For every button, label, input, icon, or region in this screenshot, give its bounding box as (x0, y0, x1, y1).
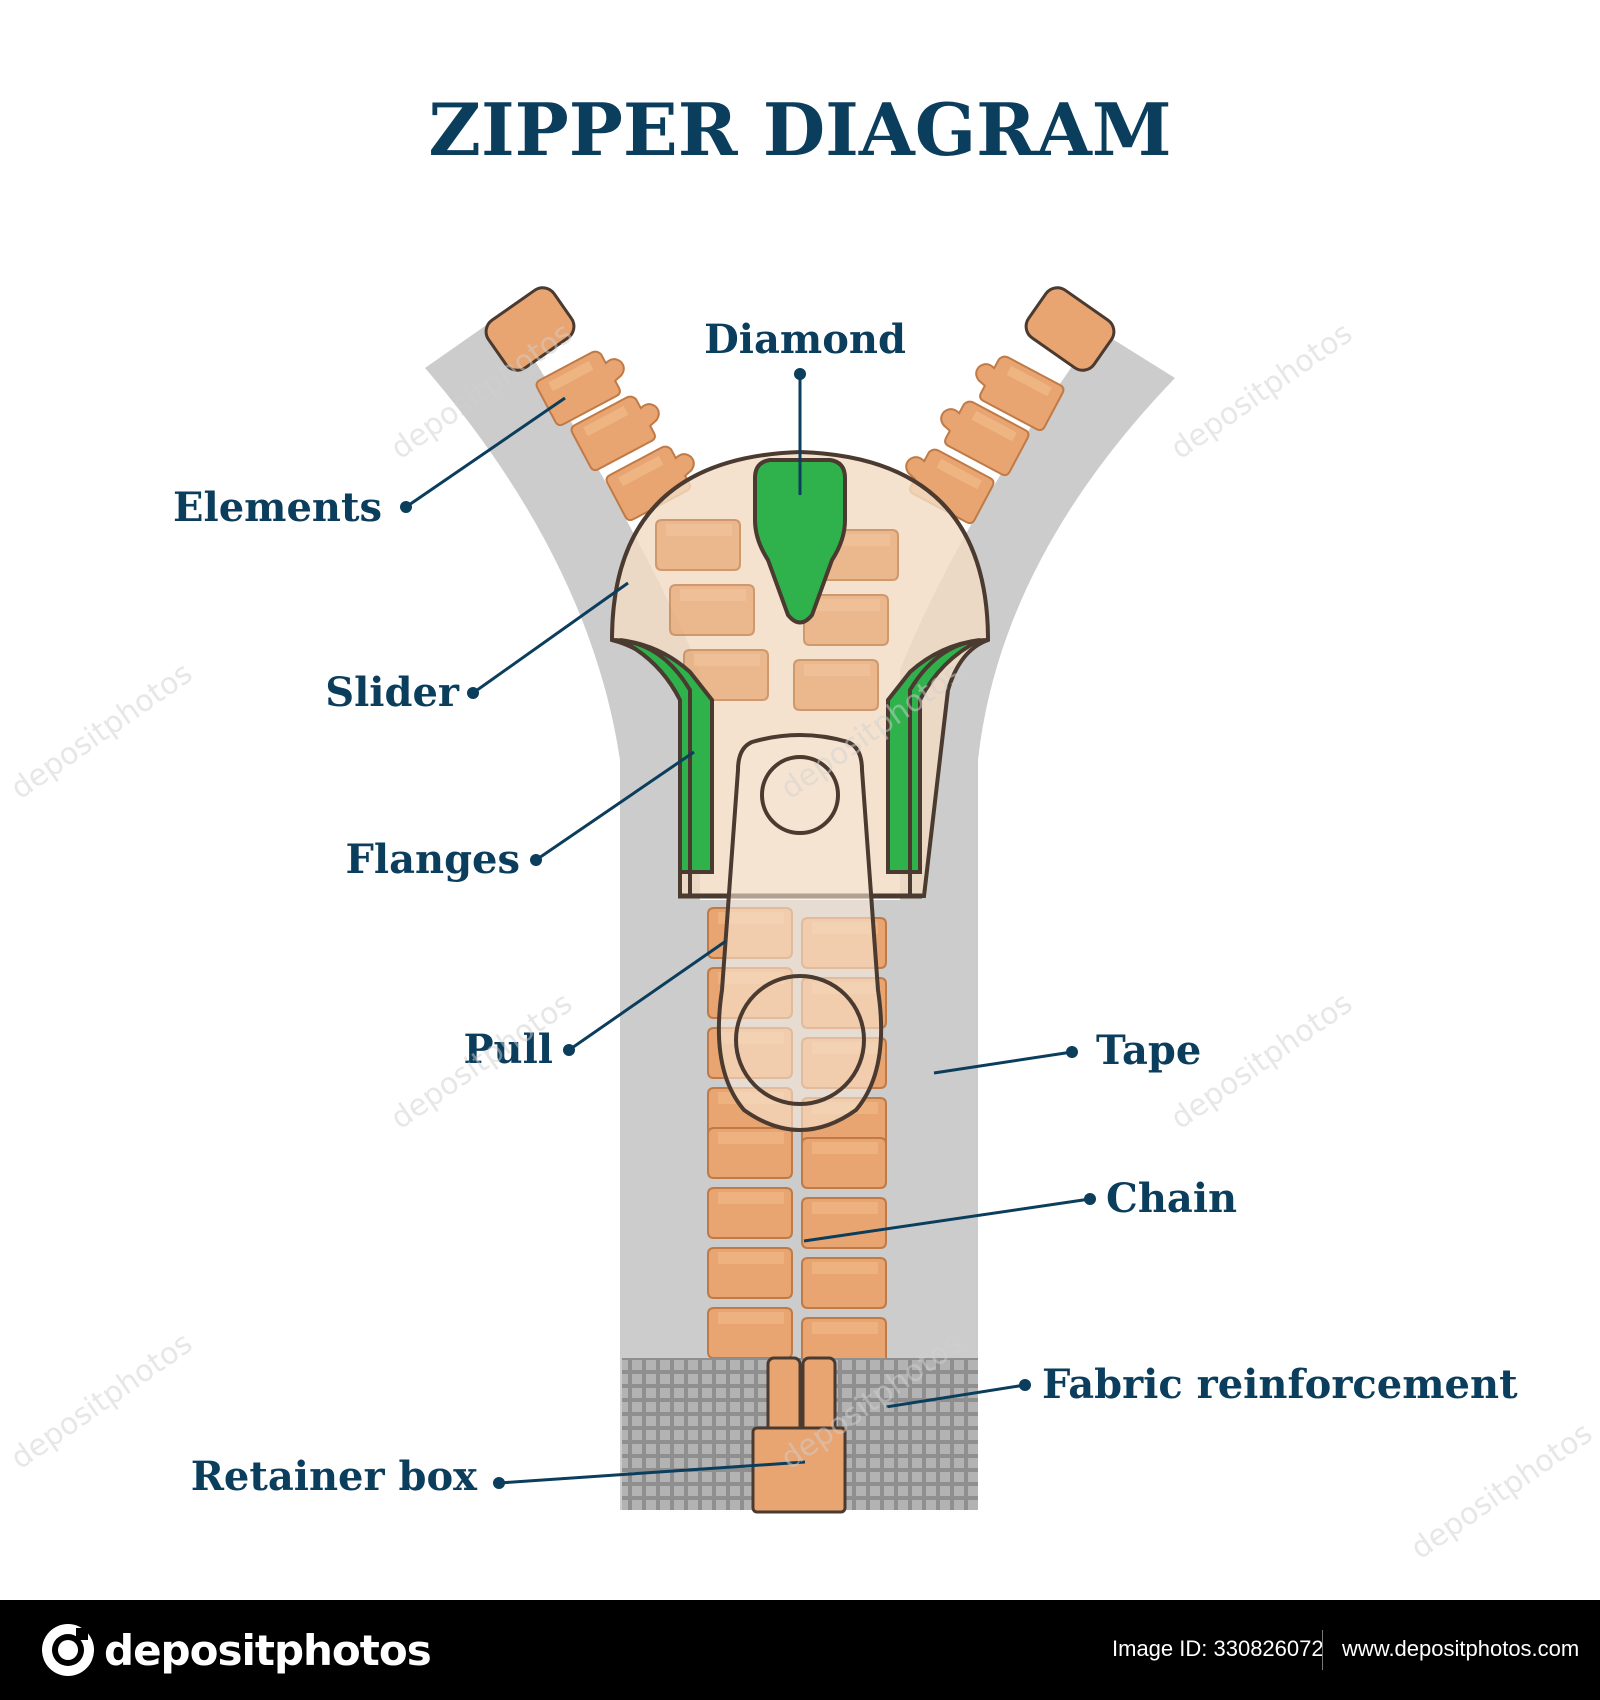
chain-tooth (801, 1137, 887, 1189)
brand-name: depositphotos (104, 1625, 432, 1675)
leader-chain (803, 1197, 1091, 1243)
label-pull: Pull (463, 1026, 553, 1073)
slider-inner-tooth (655, 519, 741, 571)
dot-elements (400, 501, 412, 513)
chain-tooth (707, 1307, 793, 1359)
label-chain: Chain (1106, 1175, 1237, 1222)
leader-lines (400, 368, 1096, 1489)
dot-pull (563, 1044, 575, 1056)
watermark-text: depositphotos (1165, 316, 1359, 467)
slider-inner-tooth (793, 659, 879, 711)
pull-top-ring (760, 755, 840, 835)
label-diamond: Diamond (704, 316, 906, 363)
diamond (753, 458, 847, 625)
leader-fabric-reinforcement (885, 1383, 1026, 1409)
chain-tooth (707, 1187, 793, 1239)
elements-left (484, 286, 706, 523)
dot-flanges (530, 854, 542, 866)
elements-right (894, 286, 1116, 526)
dot-chain (1084, 1193, 1096, 1205)
leader-retainer-box (498, 1460, 806, 1485)
watermark-text: depositphotos (1405, 1416, 1599, 1567)
watermark-text: depositphotos (5, 656, 199, 807)
leader-elements (405, 396, 566, 509)
dot-slider (467, 687, 479, 699)
footer-bar: depositphotos Image ID: 330826072 www.de… (0, 1600, 1600, 1700)
image-id: Image ID: 330826072 (1112, 1636, 1324, 1661)
dot-diamond (794, 368, 806, 380)
leader-flanges (535, 750, 695, 862)
dot-fabric-reinforcement (1019, 1379, 1031, 1391)
dot-retainer-box (493, 1477, 505, 1489)
watermark-text: depositphotos (5, 1326, 199, 1477)
chain-tooth (801, 1257, 887, 1309)
leader-pull (568, 939, 727, 1052)
slider-inner-tooth (669, 584, 755, 636)
dot-tape (1066, 1046, 1078, 1058)
pull (716, 733, 884, 1132)
label-slider: Slider (325, 669, 460, 716)
leader-tape (933, 1050, 1073, 1075)
leader-slider (472, 581, 629, 695)
chain-tooth (707, 1127, 793, 1179)
zipper-diagram-svg: ZIPPER DIAGRAM (5, 87, 1599, 1567)
chain-tooth (707, 1247, 793, 1299)
page-title: ZIPPER DIAGRAM (428, 87, 1171, 172)
footer-divider (1322, 1630, 1323, 1670)
brand[interactable]: depositphotos (40, 1622, 432, 1678)
label-fabric-reinforcement: Fabric reinforcement (1042, 1361, 1518, 1408)
pull-bottom-ring (734, 974, 866, 1106)
retainer-box (751, 1356, 847, 1514)
end-stop-right (1024, 286, 1116, 372)
label-flanges: Flanges (345, 836, 520, 883)
site-url-link[interactable]: www.depositphotos.com (1342, 1636, 1580, 1661)
label-elements: Elements (173, 484, 382, 531)
label-tape: Tape (1096, 1027, 1201, 1074)
label-retainer-box: Retainer box (191, 1453, 478, 1500)
depositphotos-logo-icon (42, 1624, 94, 1676)
end-stop-left (484, 286, 576, 372)
slider (609, 449, 991, 899)
